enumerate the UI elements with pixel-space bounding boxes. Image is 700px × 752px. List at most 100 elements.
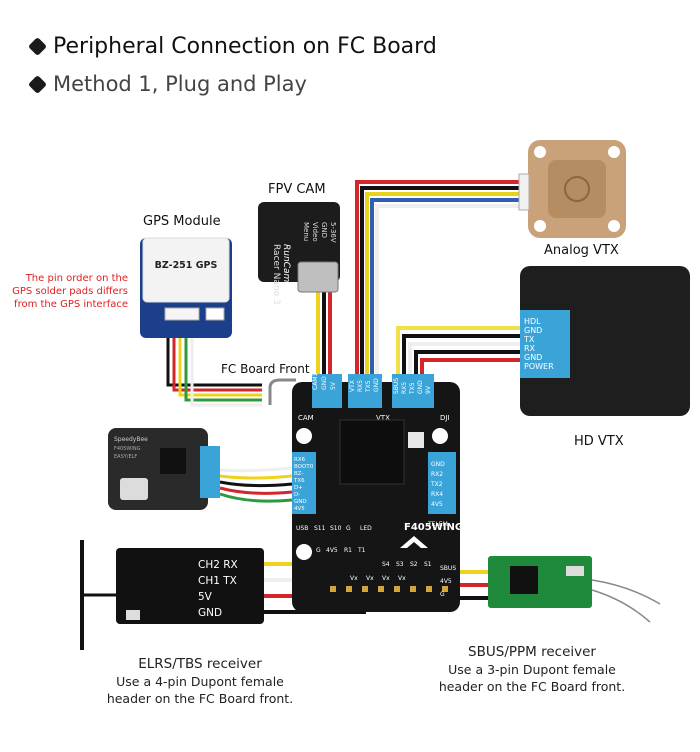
usb-pin-5: D+ xyxy=(294,485,303,491)
telem-pin-5: 4V5 xyxy=(431,501,443,508)
sbus-receiver: SBUS 4V5 G xyxy=(440,556,661,623)
cam-pin-3: 5V xyxy=(330,381,337,390)
pad-s1: S1 xyxy=(424,561,432,568)
gps-module-label: GPS Module xyxy=(143,214,221,229)
pad-g-2: G xyxy=(316,547,321,554)
arrow-up-icon xyxy=(400,536,428,548)
vtx-pin-1: VTX xyxy=(349,380,356,392)
pad-r1: R1 xyxy=(344,547,352,554)
vtx-pin-3: TX5 xyxy=(365,380,372,393)
sbus-title: SBUS/PPM receiver xyxy=(468,644,596,660)
usb-pin-1: RX6 xyxy=(294,457,306,463)
pad-s10: S10 xyxy=(330,525,342,532)
section-title-text: Peripheral Connection on FC Board xyxy=(53,34,437,59)
gps-module: BZ-251 GPS xyxy=(140,237,232,338)
telem-pin-1: GND xyxy=(431,461,445,468)
usb-harness xyxy=(219,466,293,503)
cam-pin-2: GND xyxy=(321,376,328,390)
usb-pin-7: GND xyxy=(294,499,307,505)
hd-vtx-pin-6: POWER xyxy=(524,362,554,371)
sbus-pin-sbus: SBUS xyxy=(440,565,456,572)
gps-note-line: from the GPS interface xyxy=(14,299,128,310)
pad-led: LED xyxy=(360,525,372,532)
sbus-desc-line: Use a 3-pin Dupont female xyxy=(448,662,616,677)
fc-board-front-label: FC Board Front xyxy=(221,362,310,376)
usb-pin-4: TX6 xyxy=(293,478,305,484)
telem-pin-3: TX2 xyxy=(430,481,443,488)
camera-brand: RunCam xyxy=(281,244,291,282)
usb-pin-3: BZ- xyxy=(294,471,303,477)
hd-vtx-pin-2: GND xyxy=(524,326,542,335)
analog-vtx-label: Analog VTX xyxy=(544,243,619,258)
vtx-pin-4: GND xyxy=(373,378,380,392)
rail-vx-3: Vx xyxy=(382,575,390,582)
vtx-port xyxy=(348,374,382,408)
elrs-pin-ch2-rx: CH2 RX xyxy=(198,559,238,571)
dji-pin-5: 9V xyxy=(425,385,432,394)
fc-board-name: F405WING xyxy=(404,522,463,533)
pad-4v5: 4V5 xyxy=(326,547,338,554)
hd-vtx-pin-3: TX xyxy=(523,335,535,344)
dji-pin-1: SBUS xyxy=(393,378,400,394)
telem-pin-4: RX4 xyxy=(431,491,443,498)
pad-g-1: G xyxy=(346,525,351,532)
sbus-description: SBUS/PPM receiver Use a 3-pin Dupont fem… xyxy=(412,644,652,695)
hd-vtx-label: HD VTX xyxy=(574,434,624,449)
camera-pin-4: Menu xyxy=(302,222,310,241)
analog-vtx-harness xyxy=(355,180,522,380)
gps-chip-label: BZ-251 GPS xyxy=(155,260,218,271)
usb-pin-6: D- xyxy=(294,492,300,498)
fc-label-vtx: VTX xyxy=(376,414,390,422)
cam-pin-1: CAM1 xyxy=(312,373,319,390)
analog-vtx xyxy=(518,140,626,238)
sbus-desc-line: header on the FC Board front. xyxy=(438,679,626,694)
camera-harness xyxy=(316,290,332,380)
gps-note-line: GPS solder pads differs xyxy=(12,286,128,297)
camera-pin-2: GND xyxy=(320,222,328,238)
dji-port xyxy=(392,374,434,408)
camera-pin-1: 5-36V xyxy=(329,222,337,243)
dji-pin-4: GND xyxy=(417,380,424,394)
elrs-desc-line: Use a 4-pin Dupont female xyxy=(116,674,284,689)
sbus-pin-g: G xyxy=(440,591,445,598)
dji-pin-3: TX5 xyxy=(409,382,416,395)
usb-pin-2: BOOT0 xyxy=(294,464,314,470)
method-title-text: Method 1, Plug and Play xyxy=(53,72,307,96)
cam-port xyxy=(312,374,342,408)
camera-pin-3: Video xyxy=(311,222,319,242)
sbus-pin-4v5: 4V5 xyxy=(440,578,452,585)
usb-adapter-board: SpeedyBee F405WING EASY/ELF xyxy=(108,428,220,510)
fc-board: CAM1 GND 5V VTX RX5 TX5 GND SBUS RX5 TX5… xyxy=(292,373,463,612)
camera-model: Racer Nano 3 xyxy=(271,244,281,305)
pad-s3: S3 xyxy=(396,561,404,568)
hd-vtx-harness xyxy=(396,326,522,380)
pad-s11: S11 xyxy=(314,525,326,532)
gps-harness xyxy=(166,335,296,407)
pad-s4: S4 xyxy=(382,561,390,568)
gps-note-line: The pin order on the xyxy=(25,273,128,284)
usb-board-line-2: EASY/ELF xyxy=(114,454,137,460)
fpv-camera: Racer Nano 3 RunCam 5-36V GND Video Menu xyxy=(258,202,340,305)
elrs-receiver: CH2 RX CH1 TX 5V GND xyxy=(80,540,264,650)
elrs-pin-5v: 5V xyxy=(198,591,213,603)
fc-label-cam: CAM xyxy=(298,414,314,422)
gps-pin-order-note: The pin order on the GPS solder pads dif… xyxy=(4,272,128,311)
rail-vx-1: Vx xyxy=(350,575,358,582)
section-title: Peripheral Connection on FC Board xyxy=(27,34,437,59)
pad-t1: T1 xyxy=(357,547,366,554)
usb-pin-8: 4V5 xyxy=(294,506,305,512)
pad-s2: S2 xyxy=(410,561,418,568)
hd-vtx-pin-1: HDL xyxy=(524,317,541,326)
dji-pin-2: RX5 xyxy=(401,382,408,394)
method-title: Method 1, Plug and Play xyxy=(27,72,307,96)
usb-board-line-1: F405WING xyxy=(114,446,141,452)
rail-vx-4: Vx xyxy=(398,575,406,582)
fc-label-dji: DJI xyxy=(440,414,450,422)
fc-label-telem: TELEM xyxy=(427,521,448,528)
rail-vx-2: Vx xyxy=(366,575,374,582)
fc-label-usb: USB xyxy=(296,525,308,532)
elrs-pin-ch1-tx: CH1 TX xyxy=(198,575,237,587)
hd-vtx: HDL GND TX RX GND POWER xyxy=(520,266,690,416)
hd-vtx-pin-4: RX xyxy=(524,344,536,353)
hd-vtx-pin-5: GND xyxy=(524,353,542,362)
